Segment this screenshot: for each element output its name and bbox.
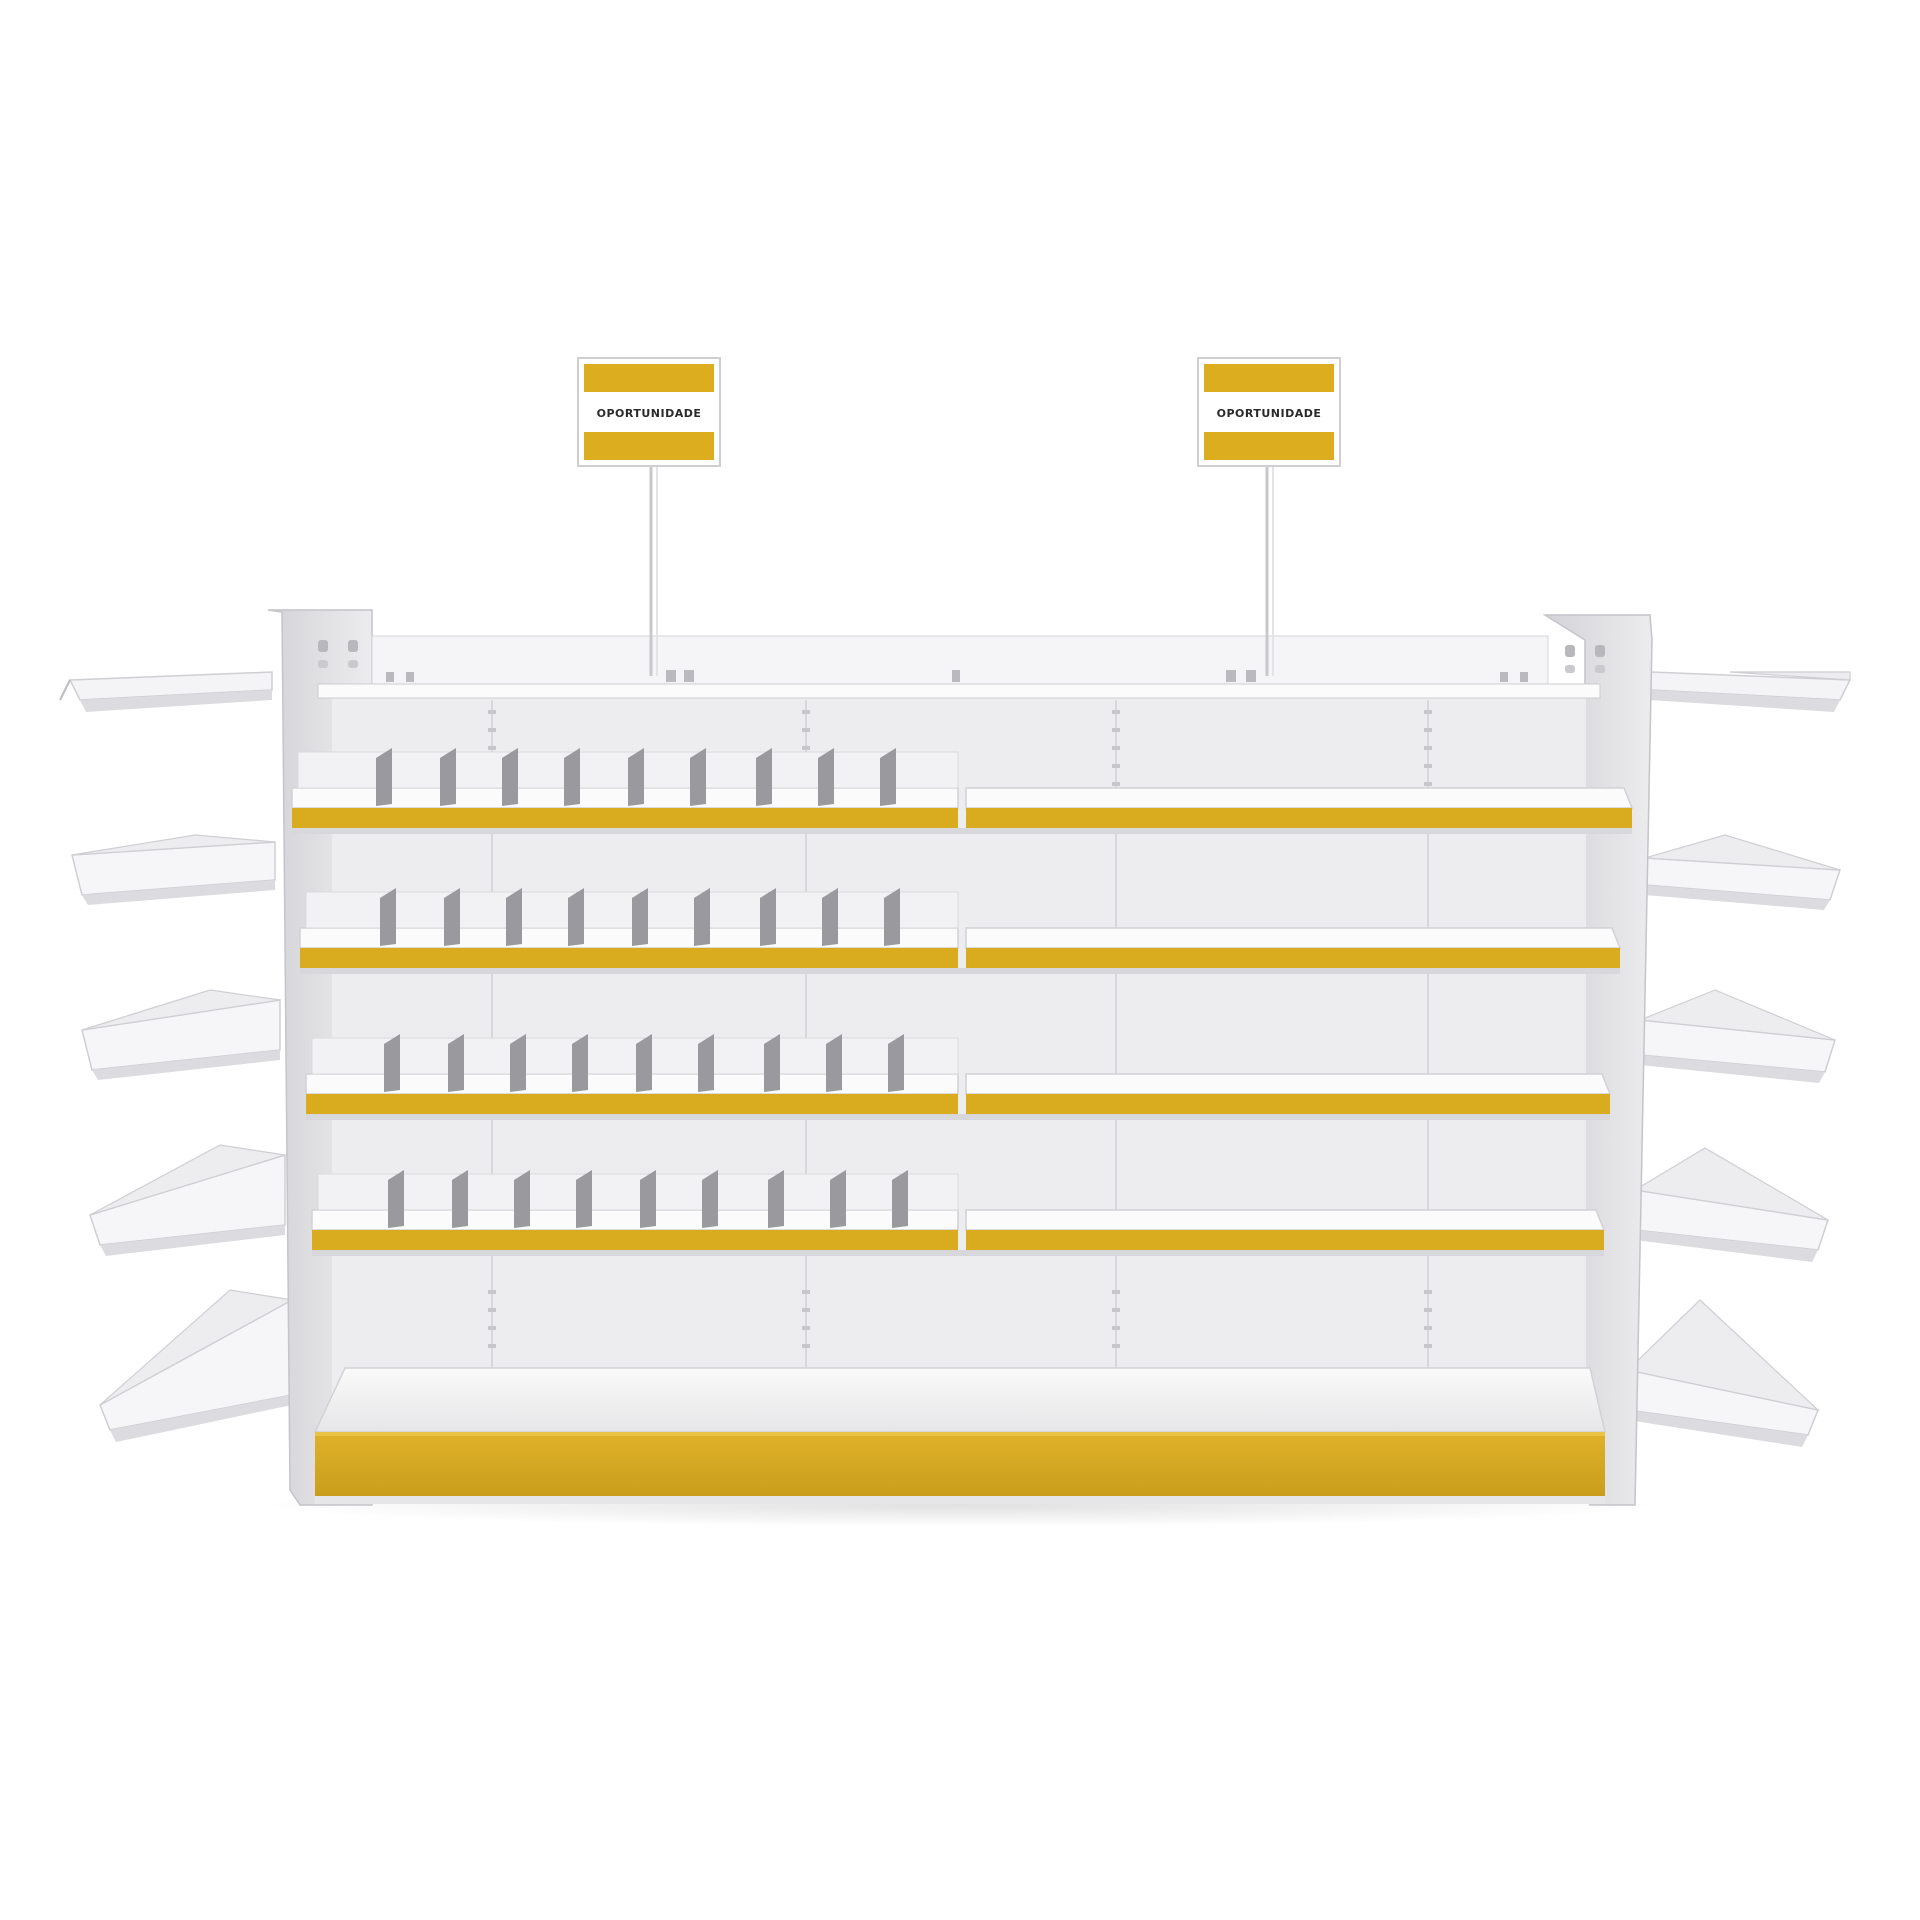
right-side-shelf-4 (1633, 1147, 1829, 1262)
shelf-left-tray (311, 1037, 959, 1075)
sign-left: OPORTUNIDADE (577, 357, 721, 676)
shelf-level-3 (305, 1034, 1612, 1120)
shelf-divider-icon (440, 748, 456, 806)
left-side-shelf-2 (71, 834, 276, 905)
right-side-shelf-1 (1649, 671, 1852, 712)
shelf-right-deck (965, 1209, 1606, 1231)
shelf-divider-icon (444, 888, 460, 946)
price-rail-left (300, 948, 958, 968)
shelf-divider-icon (702, 1170, 718, 1228)
shelf-divider-icon (698, 1034, 714, 1092)
shelf-divider-icon (636, 1034, 652, 1092)
shelf-divider-icon (568, 888, 584, 946)
shelf-level-2 (299, 888, 1622, 974)
shelf-divider-icon (632, 888, 648, 946)
shelf-divider-icon (448, 1034, 464, 1092)
shelf-divider-icon (514, 1170, 530, 1228)
shelf-left-deck (299, 927, 959, 949)
shelf-divider-icon (452, 1170, 468, 1228)
price-rail-left (292, 808, 958, 828)
shelf-underside (300, 968, 1620, 974)
shelf-divider-icon (506, 888, 522, 946)
shelf-level-4 (311, 1170, 1606, 1256)
sign-left-label: OPORTUNIDADE (597, 407, 702, 420)
shelf-divider-icon (830, 1170, 846, 1228)
shelf-divider-icon (694, 888, 710, 946)
price-rail-right (966, 948, 1620, 968)
sign-right: OPORTUNIDADE (1197, 357, 1341, 676)
left-side-shelf-3 (81, 989, 281, 1080)
shelf-divider-icon (628, 748, 644, 806)
left-side-shelf-5 (99, 1289, 294, 1442)
shelf-right-deck (965, 1073, 1612, 1095)
shelf-divider-icon (380, 888, 396, 946)
shelf-divider-icon (640, 1170, 656, 1228)
shelf-divider-icon (768, 1170, 784, 1228)
price-rail-left (306, 1094, 958, 1114)
left-side-shelf-4 (89, 1144, 286, 1256)
price-rail-left (312, 1230, 958, 1250)
shelf-right-deck (965, 787, 1634, 809)
shelf-right-deck (965, 927, 1622, 949)
price-rail-right (966, 1094, 1610, 1114)
shelf-underside (292, 828, 1632, 834)
shelf-divider-icon (690, 748, 706, 806)
shelf-divider-icon (384, 1034, 400, 1092)
shelf-divider-icon (510, 1034, 526, 1092)
shelf-divider-icon (884, 888, 900, 946)
sign-right-label: OPORTUNIDADE (1217, 407, 1322, 420)
right-side-shelf-5 (1626, 1299, 1820, 1447)
shelf-divider-icon (388, 1170, 404, 1228)
shelf-divider-icon (764, 1034, 780, 1092)
shelf-divider-icon (892, 1170, 908, 1228)
shelf-divider-icon (572, 1034, 588, 1092)
left-side-shelf-1 (59, 671, 273, 712)
shelf-divider-icon (502, 748, 518, 806)
shelf-divider-icon (888, 1034, 904, 1092)
shelf-divider-icon (564, 748, 580, 806)
shelf-divider-icon (576, 1170, 592, 1228)
front-shelves (291, 748, 1634, 1256)
base-shelf (313, 1367, 1606, 1504)
shelf-level-1 (291, 748, 1634, 834)
shelf-left-tray (317, 1173, 959, 1211)
shelf-divider-icon (756, 748, 772, 806)
shelf-divider-icon (760, 888, 776, 946)
shelf-divider-icon (376, 748, 392, 806)
shelf-divider-icon (880, 748, 896, 806)
shelf-underside (312, 1250, 1604, 1256)
shelf-divider-icon (826, 1034, 842, 1092)
right-side-shelf-2 (1644, 834, 1842, 910)
shelf-divider-icon (818, 748, 834, 806)
shelf-divider-icon (822, 888, 838, 946)
shelf-left-deck (305, 1073, 959, 1095)
right-side-shelves (1626, 671, 1852, 1447)
shelf-underside (306, 1114, 1610, 1120)
price-rail-right (966, 808, 1632, 828)
price-rail-right (966, 1230, 1604, 1250)
left-side-shelves (59, 671, 294, 1442)
right-side-shelf-3 (1639, 989, 1836, 1083)
shelf-left-deck (311, 1209, 959, 1231)
